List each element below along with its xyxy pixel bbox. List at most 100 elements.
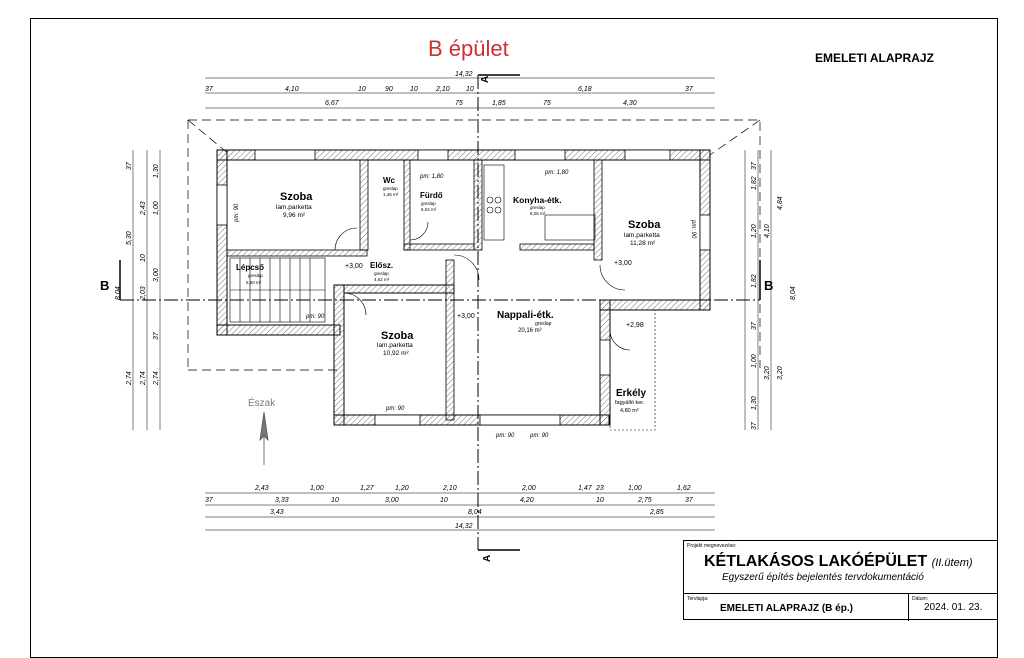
dim-left-0: 37 <box>126 161 133 170</box>
room-name: Elősz. <box>370 261 393 270</box>
room-szoba-nw: Szoba lam.parketta 9,96 m² <box>276 191 313 219</box>
pm-label-4: pm: 90 <box>529 433 549 439</box>
title-block: Projekt megnevezése: KÉTLAKÁSOS LAKÓÉPÜL… <box>683 540 998 621</box>
dim-bot-r2-1: 3,33 <box>275 497 289 504</box>
section-lines <box>120 75 760 550</box>
pm-label-6: pm: 1,80 <box>419 174 444 180</box>
room-finish: greslap <box>374 271 389 276</box>
staircase <box>229 257 326 323</box>
pm-label-3: pm: 90 <box>495 433 515 439</box>
room-area: 6,04 m² <box>421 207 437 212</box>
dim-right-6: 37 <box>751 321 758 330</box>
room-finish: lam.parketta <box>377 342 413 349</box>
project-stage: (II.ütem) <box>931 557 973 569</box>
title-block-row: Tervlapja: EMELETI ALAPRAJZ (B ép.) Dátu… <box>684 593 997 621</box>
dim-left-9: 37 <box>153 331 160 340</box>
dim-bot-r2-8: 37 <box>685 497 694 504</box>
room-area: 20,16 m² <box>518 328 542 334</box>
dim-bot-r1-1: 1,00 <box>310 485 324 492</box>
pm-label-1: pm: 90 <box>305 314 325 320</box>
dim-right-0: 37 <box>751 161 758 170</box>
dim-bot-r1-7: 23 <box>595 485 604 492</box>
pm-label-2: pm: 90 <box>385 406 405 412</box>
room-elosz: Elősz. greslap 4,62 m² <box>370 261 393 282</box>
dim-right-2: 1,20 <box>751 224 758 238</box>
pm-label-5: pm: 90 <box>690 219 696 239</box>
room-lepcso: Lépcső greslap 6,60 m² <box>236 263 264 285</box>
pm-label-0: pm: 90 <box>234 203 240 223</box>
room-name: Erkély <box>616 388 646 399</box>
room-name: Fürdő <box>420 191 443 200</box>
room-furdo: Fürdő greslap 6,04 m² <box>420 191 443 212</box>
dim-bot-r2-3: 3,00 <box>385 497 399 504</box>
roof-outline <box>187 119 761 371</box>
dim-top-r1-3: 90 <box>385 86 393 93</box>
dim-right-12: 37 <box>751 421 758 430</box>
dim-right-10: 8,04 <box>790 286 797 300</box>
room-area: 1,45 m² <box>383 192 399 197</box>
section-b-right: B <box>764 278 773 293</box>
dim-top-r1-5: 2,10 <box>435 86 450 93</box>
dimension-lines <box>132 77 772 531</box>
level-3: +3,00 <box>614 260 632 267</box>
plan-name: EMELETI ALAPRAJZ (B ép.) <box>720 603 853 614</box>
dim-bot-r3-0: 3,43 <box>270 509 284 516</box>
room-szoba-ne: Szoba lam.parketta 11,28 m² <box>624 219 661 247</box>
title-block-divider <box>908 594 909 621</box>
dim-top-r2-4: 4,30 <box>623 100 637 107</box>
plan-date: 2024. 01. 23. <box>924 602 983 613</box>
room-szoba-s: Szoba lam.parketta 10,92 m² <box>377 330 414 357</box>
room-name: Szoba <box>280 191 313 203</box>
dim-top-r1-2: 10 <box>358 86 366 93</box>
dim-left-2: 2,43 <box>140 201 147 216</box>
section-a-top: A <box>480 76 491 83</box>
room-finish: greslap <box>421 201 436 206</box>
dim-top-total: 14,32 <box>455 71 473 78</box>
windows <box>216 149 711 426</box>
room-finish: lam.parketta <box>276 204 312 211</box>
dim-left-11: 2,74 <box>140 371 147 386</box>
dim-bot-r1-8: 1,00 <box>628 485 642 492</box>
room-area: 6,60 m² <box>246 280 262 285</box>
room-name: Wc <box>383 176 396 185</box>
room-finish: lam.parketta <box>624 232 660 239</box>
project-subtitle: Egyszerű építés bejelentés tervdokumentá… <box>722 572 924 583</box>
dim-top-r2-0: 6,67 <box>325 100 340 107</box>
dim-left-5: 10 <box>140 254 147 262</box>
room-finish: greslap <box>535 321 552 327</box>
dim-right-11: 1,30 <box>751 396 758 410</box>
building-title: B épület <box>428 36 509 61</box>
room-finish: greslap <box>383 186 398 191</box>
dim-bot-r1-3: 1,20 <box>395 485 409 492</box>
section-a-bottom: A <box>482 555 493 562</box>
dim-left-12: 2,74 <box>153 371 160 386</box>
dim-bot-r1-5: 2,00 <box>521 485 536 492</box>
room-nappali: Nappali-étk. greslap 20,16 m² <box>497 310 554 334</box>
dim-bot-r3-1: 8,04 <box>468 509 482 516</box>
room-finish: greslap <box>248 273 263 278</box>
dim-right-1: 1,82 <box>751 176 758 190</box>
dim-right-3: 4,10 <box>764 224 771 238</box>
section-b-left: B <box>100 278 109 293</box>
dim-top-r2-3: 75 <box>543 100 551 107</box>
dim-top-r2-1: 75 <box>455 100 463 107</box>
pm-label-7: pm: 1,80 <box>544 170 569 176</box>
dim-left-7: 2,03 <box>140 286 147 301</box>
door-swings <box>334 221 631 351</box>
dim-left-8: 8,04 <box>115 286 122 300</box>
dim-bot-r2-7: 2,75 <box>637 497 652 504</box>
dim-left-1: 1,30 <box>153 164 160 178</box>
dim-bot-r2-0: 37 <box>205 497 214 504</box>
room-finish: greslap <box>530 205 545 210</box>
room-name: Nappali-étk. <box>497 310 554 321</box>
room-area: 8,26 m² <box>530 211 546 216</box>
room-erkely: Erkély fagyálló ker. 4,80 m² <box>615 388 646 414</box>
room-area: 9,96 m² <box>283 212 306 219</box>
room-wc: Wc greslap 1,45 m² <box>383 176 399 197</box>
dim-top-r1-4: 10 <box>410 86 418 93</box>
dim-bot-r1-9: 1,62 <box>677 485 691 492</box>
room-area: 4,62 m² <box>374 277 390 282</box>
date-label: Dátum: <box>912 596 929 602</box>
